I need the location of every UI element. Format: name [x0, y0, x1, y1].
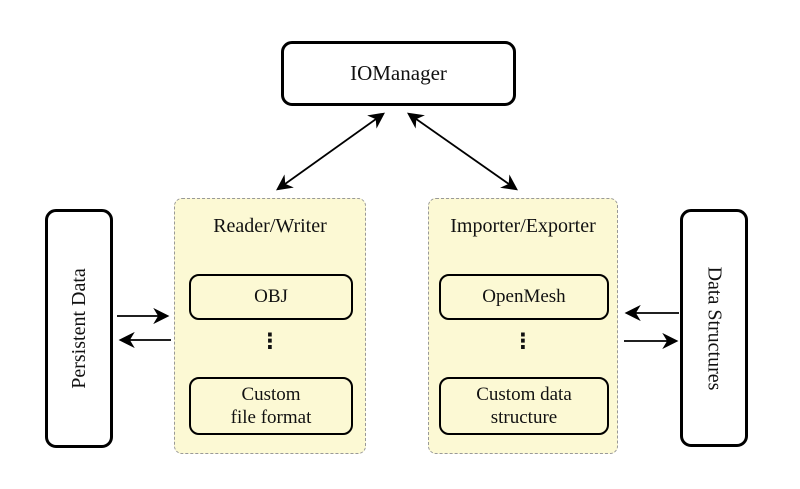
persistent-data-node: Persistent Data: [45, 209, 113, 448]
vertical-ellipsis: ⋮: [512, 329, 534, 353]
reader-writer-group: Reader/Writer OBJ ⋮ Custom file format: [174, 198, 366, 454]
custom-data-structure-node: Custom data structure: [439, 377, 609, 435]
importer-exporter-title: Importer/Exporter: [450, 215, 596, 237]
openmesh-node: OpenMesh: [439, 274, 609, 320]
data-structures-node: Data Structures: [680, 209, 748, 447]
custom-file-format-label: Custom file format: [230, 383, 312, 428]
persistent-data-label: Persistent Data: [67, 268, 90, 389]
obj-label: OBJ: [254, 286, 288, 308]
importer-exporter-group: Importer/Exporter OpenMesh ⋮ Custom data…: [428, 198, 618, 454]
double-arrow-iomanager-importerexporter: [407, 112, 518, 191]
reader-writer-title: Reader/Writer: [213, 215, 327, 237]
iomanager-label: IOManager: [350, 60, 447, 85]
custom-data-structure-label: Custom data structure: [476, 383, 572, 428]
custom-file-format-node: Custom file format: [189, 377, 353, 435]
obj-node: OBJ: [189, 274, 353, 320]
openmesh-label: OpenMesh: [482, 286, 566, 308]
iomanager-node: IOManager: [281, 41, 516, 106]
vertical-ellipsis: ⋮: [259, 329, 281, 353]
data-structures-label: Data Structures: [703, 266, 726, 390]
double-arrow-iomanager-readerwriter: [276, 112, 385, 191]
